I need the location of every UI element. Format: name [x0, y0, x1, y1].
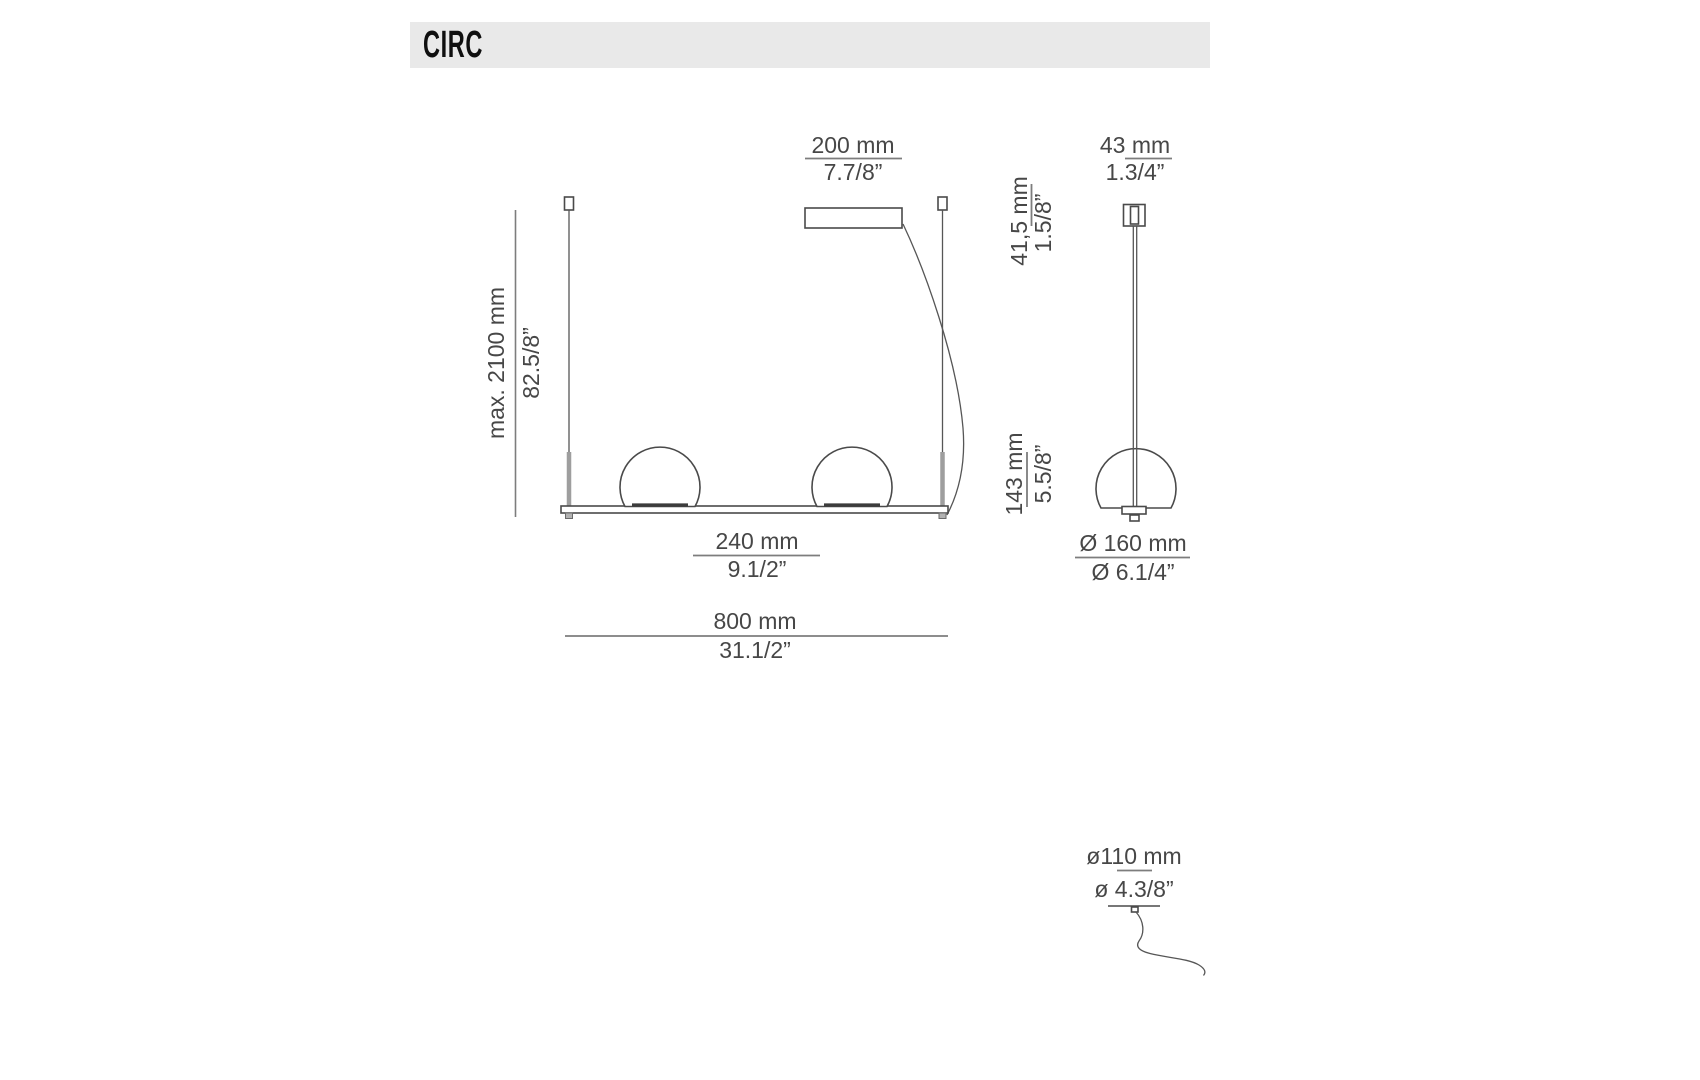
sphere-shade-right: [811, 446, 893, 508]
horizontal-bar: [560, 505, 949, 514]
ceiling-canopy-figure: ø110 mm ø 4.3/8”: [1086, 843, 1206, 976]
single-pendant-figure: 43 mm 1.3/4” 41,5 mm 1.5/8” 143 mm 5.5/8…: [1001, 132, 1190, 585]
dim-overall-length-mm: 800 mm: [713, 608, 796, 634]
hanging-cord: [1135, 911, 1206, 976]
ceiling-mount-slot: [1129, 205, 1140, 225]
dim-shade-diameter-inch: Ø 6.1/4”: [1091, 559, 1174, 585]
linear-pendant-figure: 200 mm 7.7/8” max. 2100 mm 82.5/8”: [483, 132, 965, 663]
dim-shade-height-mm: 143 mm: [1001, 432, 1027, 515]
bar-end-fitting-left: [565, 512, 573, 519]
product-title: CIRC: [423, 23, 484, 66]
dim-mount-height-inch: 1.5/8”: [1030, 194, 1056, 253]
dim-shade-height-inch: 5.5/8”: [1030, 445, 1056, 504]
dim-shade-diameter-mm: Ø 160 mm: [1079, 530, 1186, 556]
driver-box: [804, 207, 903, 229]
dim-overall-length-inch: 31.1/2”: [719, 637, 791, 663]
dim-mount-width-mm: 43 mm: [1100, 132, 1170, 158]
ceiling-mount-box: [1122, 203, 1146, 227]
dim-sphere-spacing-inch: 9.1/2”: [728, 556, 787, 582]
dim-sphere-spacing-mm: 240 mm: [715, 528, 798, 554]
dim-max-height-mm: max. 2100 mm: [483, 287, 509, 439]
dim-canopy-diameter-mm: ø110 mm: [1086, 843, 1181, 869]
sphere-shade: [1095, 447, 1177, 509]
dim-canopy-length-mm: 200 mm: [811, 132, 894, 158]
title-band: CIRC: [410, 22, 1210, 68]
dim-canopy-diameter-inch: ø 4.3/8”: [1094, 876, 1173, 902]
bar-end-fitting-right: [938, 512, 947, 519]
ceiling-grip-left: [563, 196, 575, 211]
canopy-cord-grip: [1130, 906, 1139, 913]
sphere-shade-left: [619, 446, 701, 508]
dim-mount-height-mm: 41,5 mm: [1006, 176, 1032, 265]
dim-canopy-length-inch: 7.7/8”: [824, 159, 883, 185]
shade-base-fitting: [1121, 505, 1147, 515]
shade-base-nub: [1129, 514, 1140, 522]
dim-mount-width-inch: 1.3/4”: [1106, 159, 1165, 185]
power-cord: [902, 223, 965, 516]
ceiling-grip-right: [937, 196, 948, 211]
dim-max-height-inch: 82.5/8”: [518, 327, 544, 399]
